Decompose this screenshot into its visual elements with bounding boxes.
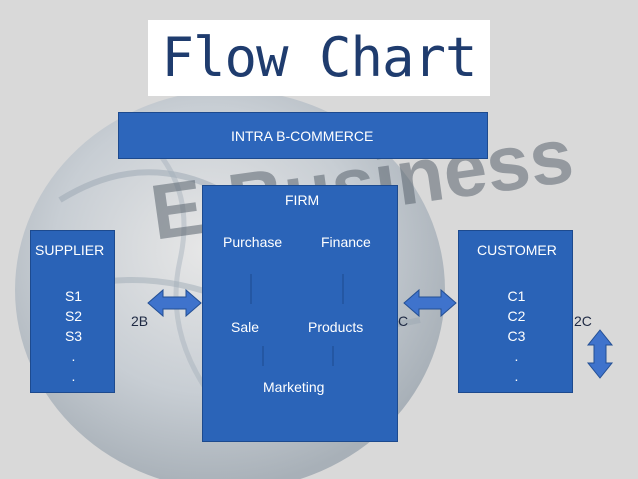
customer-item: . <box>514 348 519 364</box>
supplier-heading: SUPPLIER <box>35 242 105 258</box>
firm-marketing: Marketing <box>263 379 325 395</box>
supplier-box: SUPPLIER S1 S2 S3 . . <box>30 230 115 393</box>
partial-label-c: C <box>398 313 409 329</box>
supplier-item: . <box>71 348 76 364</box>
firm-heading: FIRM <box>285 192 320 208</box>
customer-item: . <box>514 368 519 384</box>
customer-heading: CUSTOMER <box>477 242 557 258</box>
firm-customer-arrow <box>403 288 457 318</box>
firm-finance: Finance <box>321 234 371 250</box>
customer-item: C3 <box>507 328 526 344</box>
intra-b-commerce-label: INTRA B-COMMERCE <box>231 128 374 144</box>
firm-box: FIRM Purchase Finance Sale Products Mark… <box>202 185 398 442</box>
page-title: Flow Chart <box>148 20 490 96</box>
supplier-item: S1 <box>64 288 83 304</box>
supplier-firm-arrow <box>147 288 202 318</box>
firm-products: Products <box>308 319 364 335</box>
partial-label-2c: 2C <box>574 313 592 329</box>
supplier-item: S2 <box>64 308 83 324</box>
partial-label-2b: 2B <box>131 313 149 329</box>
firm-purchase: Purchase <box>223 234 283 250</box>
customer-box: CUSTOMER C1 C2 C3 . . <box>458 230 573 393</box>
customer-vertical-arrow <box>586 329 614 379</box>
firm-internal-lines <box>250 274 344 366</box>
firm-sale: Sale <box>231 319 260 335</box>
customer-item: C1 <box>507 288 526 304</box>
supplier-item: . <box>71 368 76 384</box>
supplier-item: S3 <box>64 328 83 344</box>
customer-item: C2 <box>507 308 526 324</box>
intra-b-commerce-box: INTRA B-COMMERCE <box>118 112 488 159</box>
